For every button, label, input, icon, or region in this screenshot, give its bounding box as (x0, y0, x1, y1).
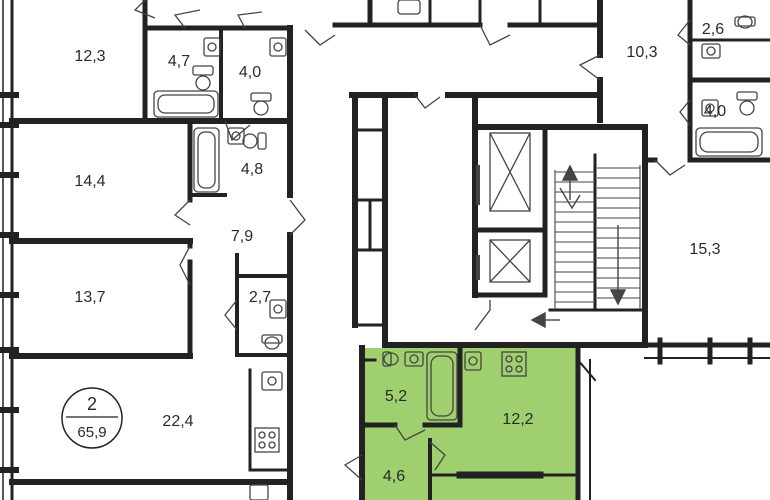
room-area-label: 2,7 (249, 289, 271, 306)
room-area-label: 22,4 (162, 413, 193, 430)
window-marks-left (0, 92, 19, 473)
room-area-label: 5,2 (385, 388, 407, 405)
toilet-icon (192, 0, 758, 367)
apartment-total-area: 65,9 (77, 424, 106, 441)
room-area-label: 15,3 (689, 241, 720, 258)
apartment-room-count: 2 (87, 394, 97, 414)
room-area-label: 4,0 (239, 64, 261, 81)
elevator-icon (476, 132, 531, 283)
room-area-label: 2,6 (702, 21, 724, 38)
apartment-badge-circle (61, 387, 123, 449)
room-area-label: 12,2 (502, 411, 533, 428)
room-area-label: 14,4 (74, 173, 105, 190)
sink-icon (203, 37, 721, 500)
apartment-badge[interactable]: 2 65,9 (61, 387, 123, 449)
room-area-label: 4,6 (383, 468, 405, 485)
bathtub-icon (153, 90, 763, 421)
room-area-label: 4,0 (704, 103, 726, 120)
arrow-icon (530, 164, 627, 329)
room-area-label: 7,9 (231, 228, 253, 245)
highlighted-apartment[interactable] (362, 348, 578, 500)
door-swing-icon (133, 0, 691, 481)
room-area-label: 12,3 (74, 48, 105, 65)
stove-icon (254, 351, 527, 453)
window-marks-right (657, 337, 753, 365)
room-area-label: 10,3 (626, 44, 657, 61)
stairs-icon (554, 165, 641, 310)
highlighted-apartment-fill (362, 348, 578, 500)
room-area-label: 13,7 (74, 289, 105, 306)
room-area-labels: 12,3 4,7 4,0 14,4 4,8 7,9 13,7 2,7 22,4 … (74, 21, 726, 485)
room-area-label: 4,7 (168, 53, 190, 70)
room-area-label: 4,8 (241, 161, 263, 178)
